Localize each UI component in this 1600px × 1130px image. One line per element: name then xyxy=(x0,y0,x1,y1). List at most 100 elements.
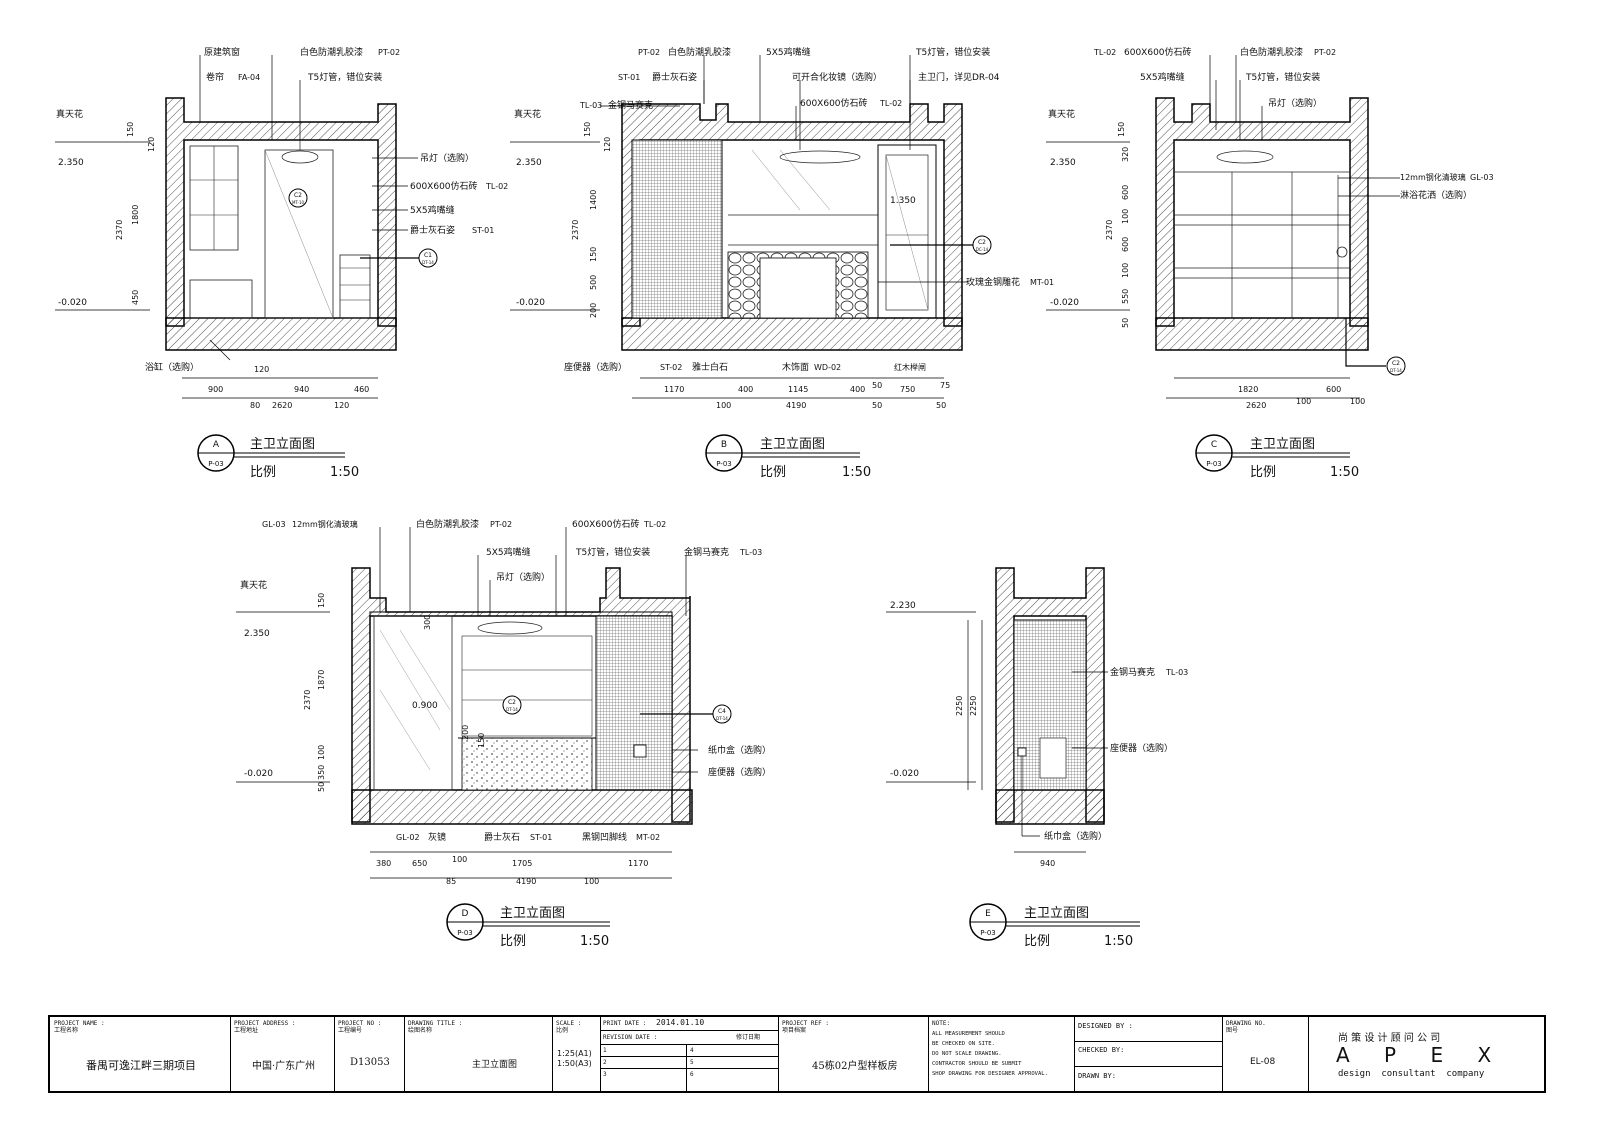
e-level-top: 2.230 xyxy=(890,601,916,611)
b-level-floor: -0.020 xyxy=(516,298,545,308)
c-dim-v-150: 150 xyxy=(1117,122,1126,137)
c-letter: C xyxy=(1211,440,1217,450)
b-ceiling: 真天花 xyxy=(514,108,541,120)
label-c-joint: 5X5鸡嘴缝 xyxy=(1140,71,1185,83)
c-dim-h-2620: 2620 xyxy=(1246,401,1266,410)
callout-a-mt10: MT-10 xyxy=(292,200,305,205)
label-d-greymirror: 灰镜 xyxy=(428,831,446,843)
label-e-tl03: TL-03 xyxy=(1165,668,1188,677)
tb-drawing-title-label: DRAWING TITLE : 绘图名称 xyxy=(408,1020,463,1034)
c-dim-v-100: 100 xyxy=(1121,209,1130,224)
label-d-mt02: MT-02 xyxy=(636,833,660,842)
tb-project-name: PROJECT NAME : 工程名称 番禺可逸江畔三期项目 xyxy=(50,1017,231,1091)
tb-drawn-by: DRAWN BY: xyxy=(1078,1072,1116,1080)
tb-address-value: 中国·广东广州 xyxy=(252,1061,316,1072)
label-d-tl02: TL-02 xyxy=(643,520,666,529)
b-dim-h-1145: 1145 xyxy=(788,385,808,394)
label-c-t5: T5灯管，错位安装 xyxy=(1245,71,1320,83)
label-b-joint: 5X5鸡嘴缝 xyxy=(766,46,811,58)
tb-revision-label: REVISION DATE : xyxy=(603,1034,658,1041)
c-dim-h-100: 100 xyxy=(1296,397,1311,406)
label-c-gl03: GL-03 xyxy=(1470,173,1494,182)
label-a-lamp: 吊灯（选购） xyxy=(420,152,474,164)
c-title: 主卫立面图 xyxy=(1250,437,1315,452)
label-e-mosaic: 金钢马赛克 xyxy=(1110,666,1155,678)
c-dim-v-50: 50 xyxy=(1121,318,1130,328)
b-dim-h-750: 750 xyxy=(900,385,915,394)
label-d-glass: 12mm钢化清玻璃 xyxy=(292,519,358,529)
callout-b-c2: C2 xyxy=(978,239,986,246)
c-dim-v-320: 320 xyxy=(1121,147,1130,162)
callout-b-dc14: DC-14 xyxy=(976,247,989,252)
e-dim-v-2250b: 2250 xyxy=(969,696,978,716)
a-dim-h-120b: 120 xyxy=(334,401,349,410)
d-level-ceiling: 2.350 xyxy=(244,629,270,639)
e-sheet: P-03 xyxy=(980,929,996,937)
tb-rev-3: 3 xyxy=(603,1071,607,1078)
elevation-e: 金钢马赛克 TL-03 座便器（选购） 纸巾盒（选购） 2.230 -0.020… xyxy=(886,567,1188,949)
callout-c-c2: C2 xyxy=(1392,360,1400,367)
label-a-st01: ST-01 xyxy=(472,226,494,235)
callout-d-c4: C4 xyxy=(718,708,726,715)
b-sheet: P-03 xyxy=(716,460,732,468)
title-block: PROJECT NAME : 工程名称 番禺可逸江畔三期项目 PROJECT A… xyxy=(48,1015,1546,1093)
callout-d-dt14: DT-14 xyxy=(506,707,518,712)
label-b-redwood: 红木榉闸 xyxy=(894,362,926,372)
label-b-t5: T5灯管，错位安装 xyxy=(915,46,990,58)
e-dim-h-940: 940 xyxy=(1040,859,1055,868)
company-logo: A P E X xyxy=(1336,1043,1506,1067)
e-letter: E xyxy=(985,909,991,919)
b-dim-h-400: 400 xyxy=(738,385,753,394)
label-a-tile: 600X600仿石砖 xyxy=(410,180,478,192)
e-dim-v-2250: 2250 xyxy=(955,696,964,716)
d-dim-v-1870: 1870 xyxy=(317,670,326,690)
tb-address: PROJECT ADDRESS : 工程地址 中国·广东广州 xyxy=(230,1017,335,1091)
label-a-stone: 爵士灰石姿 xyxy=(410,224,455,236)
tb-project-no-label: PROJECT NO : 工程编号 xyxy=(338,1020,382,1034)
label-c-glass: 12mm钢化清玻璃 xyxy=(1400,172,1466,182)
c-level-ceiling: 2.350 xyxy=(1050,158,1076,168)
a-level-floor: -0.020 xyxy=(58,298,87,308)
a-dim-v-120: 120 xyxy=(147,137,156,152)
c-dim-v-600: 600 xyxy=(1121,185,1130,200)
b-scale: 1:50 xyxy=(842,465,871,480)
elevation-drawings: C2 MT-10 C1 DT-14 原建筑窗 卷帘 FA-04 白色防潮乳胶漆 … xyxy=(55,46,1494,949)
label-d-toilet: 座便器（选购） xyxy=(708,766,771,778)
label-d-pt02: PT-02 xyxy=(490,520,512,529)
b-dim-h-50: 50 xyxy=(872,381,882,390)
a-letter: A xyxy=(213,440,220,450)
c-scale-label: 比例 xyxy=(1250,465,1276,480)
label-b-rosegold: 玫瑰金钢雕花 xyxy=(966,276,1020,288)
c-dim-v-100b: 100 xyxy=(1121,263,1130,278)
label-b-wd02: WD-02 xyxy=(814,363,841,372)
label-b-toilet: 座便器（选购） xyxy=(564,361,627,373)
label-d-joint: 5X5鸡嘴缝 xyxy=(486,546,531,558)
b-dim-h-75: 75 xyxy=(940,381,950,390)
c-dim-v-2370: 2370 xyxy=(1105,220,1114,240)
label-b-wood: 木饰面 xyxy=(782,361,809,373)
a-dim-v-2370: 2370 xyxy=(115,220,124,240)
label-a-tl02: TL-02 xyxy=(485,182,508,191)
b-dim-v-150b: 150 xyxy=(589,247,598,262)
a-ceiling: 真天花 xyxy=(56,108,83,120)
tb-rev-2: 2 xyxy=(603,1059,607,1066)
label-e-tissue: 纸巾盒（选购） xyxy=(1044,830,1107,842)
label-a-joint: 5X5鸡嘴缝 xyxy=(410,204,455,216)
d-dim-h-100b: 100 xyxy=(584,877,599,886)
c-sheet: P-03 xyxy=(1206,460,1222,468)
tb-checked-by: CHECKED BY: xyxy=(1078,1046,1125,1054)
tb-revision-note: 修订日期 xyxy=(736,1034,761,1041)
label-a-blind: 卷帘 xyxy=(206,71,224,83)
d-dim-h-85: 85 xyxy=(446,877,456,886)
a-dim-h-940: 940 xyxy=(294,385,309,394)
b-dim-h-100: 100 xyxy=(716,401,731,410)
callout-d-c2: C2 xyxy=(508,699,516,706)
tb-drawing-no-value: EL-08 xyxy=(1250,1057,1276,1067)
a-dim-v-150: 150 xyxy=(126,122,135,137)
label-a-t5: T5灯管，错位安装 xyxy=(307,71,382,83)
label-b-tl03: TL-03 xyxy=(579,101,602,110)
b-dim-h-1170: 1170 xyxy=(664,385,684,394)
d-level-floor: -0.020 xyxy=(244,769,273,779)
label-d-st01: ST-01 xyxy=(530,833,552,842)
b-dim-v-1400: 1400 xyxy=(589,190,598,210)
